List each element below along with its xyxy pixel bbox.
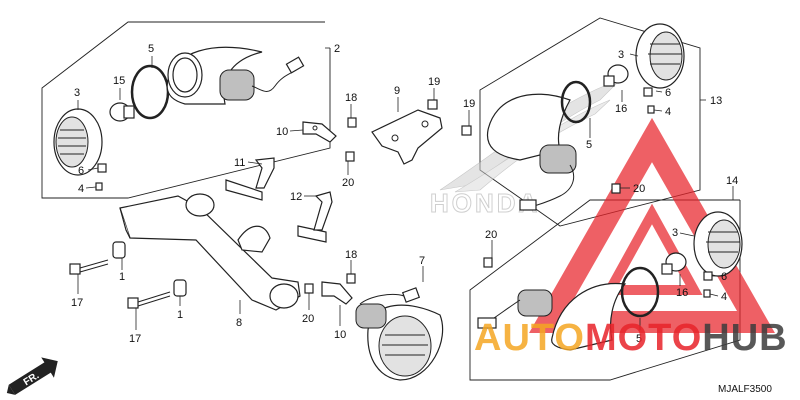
bolt-20-front (483, 257, 493, 268)
bracket-10-upper (302, 121, 337, 143)
housing-14 (477, 282, 627, 351)
part-label-6: 6 (78, 165, 84, 177)
bolt-18-upper (347, 117, 357, 128)
part-label-13: 13 (710, 95, 722, 107)
bulb-16-lower (661, 252, 687, 275)
bracket-10-lower (321, 281, 353, 305)
part-label-6: 6 (665, 87, 671, 99)
part-label-4: 4 (78, 183, 84, 195)
part-label-5: 5 (148, 43, 154, 55)
part-label-14: 14 (726, 175, 738, 187)
part-label-6: 6 (721, 271, 727, 283)
part-label-19: 19 (463, 98, 475, 110)
lens-3-right (635, 23, 685, 89)
part-label-15: 15 (113, 75, 125, 87)
screw-4-left (95, 182, 103, 191)
part-label-8: 8 (236, 317, 242, 329)
collar-1-lower (173, 279, 187, 297)
bulb-15 (109, 102, 135, 122)
part-label-5: 5 (636, 333, 642, 345)
watermark-logo: AUTOMOTOHUB (474, 317, 788, 359)
part-label-1: 1 (119, 271, 125, 283)
part-label-11: 11 (234, 157, 245, 169)
bolt-20-lower (304, 283, 314, 294)
part-label-12: 12 (290, 191, 302, 203)
part-label-19: 19 (428, 76, 440, 88)
group-frame-front-right (469, 199, 741, 381)
part-label-3: 3 (74, 87, 80, 99)
screw-6-left (97, 163, 107, 173)
seal-ring-5-right (560, 80, 592, 124)
screw-4-right-upper (647, 105, 655, 114)
bolt-18-lower (346, 273, 356, 284)
part-label-10: 10 (276, 126, 288, 138)
part-label-17: 17 (71, 297, 83, 309)
seal-ring-5-front-right (620, 266, 660, 318)
part-label-4: 4 (665, 106, 671, 118)
part-label-20: 20 (342, 177, 354, 189)
part-label-3: 3 (618, 49, 624, 61)
bolt-17-upper (69, 259, 109, 275)
mounting-bar-8 (119, 193, 301, 311)
housing-2 (166, 46, 305, 105)
lens-3-front-right (693, 211, 743, 277)
bracket-11 (225, 157, 275, 201)
watermark-moto: MOTO (585, 317, 702, 359)
front-direction-arrow: FR. (6, 357, 58, 395)
bolt-20-upper (345, 151, 355, 162)
bracket-12 (297, 191, 333, 243)
part-label-20: 20 (485, 229, 497, 241)
seal-ring-5-left (130, 64, 170, 120)
collar-1-upper (112, 241, 126, 259)
part-label-17: 17 (129, 333, 141, 345)
bolt-19-upper (427, 99, 438, 110)
diagram-code: MJALF3500 (718, 384, 772, 395)
bolt-19-lower (461, 125, 472, 136)
watermark-hub: HUB (702, 317, 787, 359)
front-left-turn-signal-7 (355, 287, 444, 381)
part-label-20: 20 (633, 183, 645, 195)
part-label-5: 5 (586, 139, 592, 151)
bracket-9 (371, 109, 443, 165)
screw-6-front-right (703, 271, 713, 281)
part-label-7: 7 (419, 255, 425, 267)
housing-13 (486, 93, 577, 211)
part-label-1: 1 (177, 309, 183, 321)
bolt-17-lower (127, 291, 171, 309)
watermark-text: AUTOMOTOHUB (474, 317, 788, 359)
watermark-auto: AUTO (474, 317, 585, 359)
part-label-18: 18 (345, 249, 357, 261)
bolt-20-rear-right (611, 183, 621, 194)
bulb-16-upper (603, 64, 629, 87)
part-label-16: 16 (615, 103, 627, 115)
part-label-9: 9 (394, 85, 400, 97)
part-labels: 2 5 3 15 6 4 10 18 11 20 9 19 19 12 1 1 … (71, 43, 738, 345)
part-label-16: 16 (676, 287, 688, 299)
front-right-turn-signal-group (477, 183, 743, 351)
rear-right-turn-signal-group (486, 23, 685, 211)
part-label-2: 2 (334, 43, 340, 55)
part-label-3: 3 (672, 227, 678, 239)
part-label-10: 10 (334, 329, 346, 341)
part-label-20: 20 (302, 313, 314, 325)
screw-4-front-right (703, 289, 711, 298)
screw-6-right-upper (643, 87, 653, 97)
part-label-18: 18 (345, 92, 357, 104)
rear-left-turn-signal-group (53, 46, 305, 191)
leader-lines (77, 53, 734, 330)
part-label-4: 4 (721, 291, 727, 303)
group-frame-rear-left (41, 21, 331, 199)
